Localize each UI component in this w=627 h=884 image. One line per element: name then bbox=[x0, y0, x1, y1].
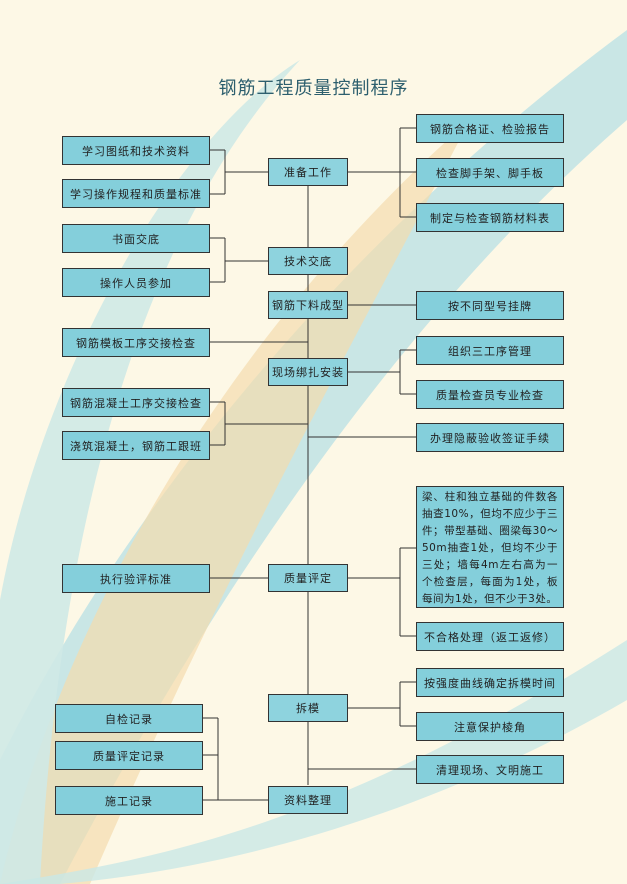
left-quality-record: 质量评定记录 bbox=[55, 741, 203, 770]
right-clean-site: 清理现场、文明施工 bbox=[416, 755, 564, 784]
left-study-rules: 学习操作规程和质量标准 bbox=[62, 179, 210, 208]
right-protect-corners: 注意保护棱角 bbox=[416, 712, 564, 741]
right-material-table: 制定与检查钢筋材料表 bbox=[416, 203, 564, 232]
step-documents: 资料整理 bbox=[268, 786, 348, 814]
left-written-disclosure: 书面交底 bbox=[62, 224, 210, 253]
step-cutting: 钢筋下料成型 bbox=[268, 291, 348, 319]
page-title: 钢筋工程质量控制程序 bbox=[218, 78, 409, 99]
left-study-drawings: 学习图纸和技术资料 bbox=[62, 136, 210, 165]
left-pour-concrete-follow: 浇筑混凝土，钢筋工跟班 bbox=[62, 431, 210, 460]
step-binding: 现场绑扎安装 bbox=[268, 358, 348, 386]
right-inspector-check: 质量检查员专业检查 bbox=[416, 380, 564, 409]
left-self-check-record: 自检记录 bbox=[55, 704, 203, 733]
left-execute-standard: 执行验评标准 bbox=[62, 564, 210, 593]
right-concealed-acceptance: 办理隐蔽验收签证手续 bbox=[416, 423, 564, 452]
step-prep: 准备工作 bbox=[268, 158, 348, 186]
right-tag-by-type: 按不同型号挂牌 bbox=[416, 291, 564, 320]
right-scaffold-check: 检查脚手架、脚手板 bbox=[416, 158, 564, 187]
right-nonconforming: 不合格处理（返工返修） bbox=[416, 622, 564, 651]
right-three-process: 组织三工序管理 bbox=[416, 336, 564, 365]
step-evaluation: 质量评定 bbox=[268, 564, 348, 592]
left-operators-attend: 操作人员参加 bbox=[62, 268, 210, 297]
left-rebar-concrete-handover: 钢筋混凝土工序交接检查 bbox=[62, 388, 210, 417]
left-rebar-formwork-handover: 钢筋模板工序交接检查 bbox=[62, 328, 210, 357]
right-strength-curve: 按强度曲线确定拆模时间 bbox=[416, 668, 564, 697]
step-disclosure: 技术交底 bbox=[268, 247, 348, 275]
right-sampling-rule: 梁、柱和独立基础的件数各抽查10%，但均不应少于三件；带型基础、圈梁每30～50… bbox=[416, 486, 564, 608]
left-construction-record: 施工记录 bbox=[55, 786, 203, 815]
step-formwork-removal: 拆模 bbox=[268, 694, 348, 722]
right-certificate: 钢筋合格证、检验报告 bbox=[416, 114, 564, 143]
